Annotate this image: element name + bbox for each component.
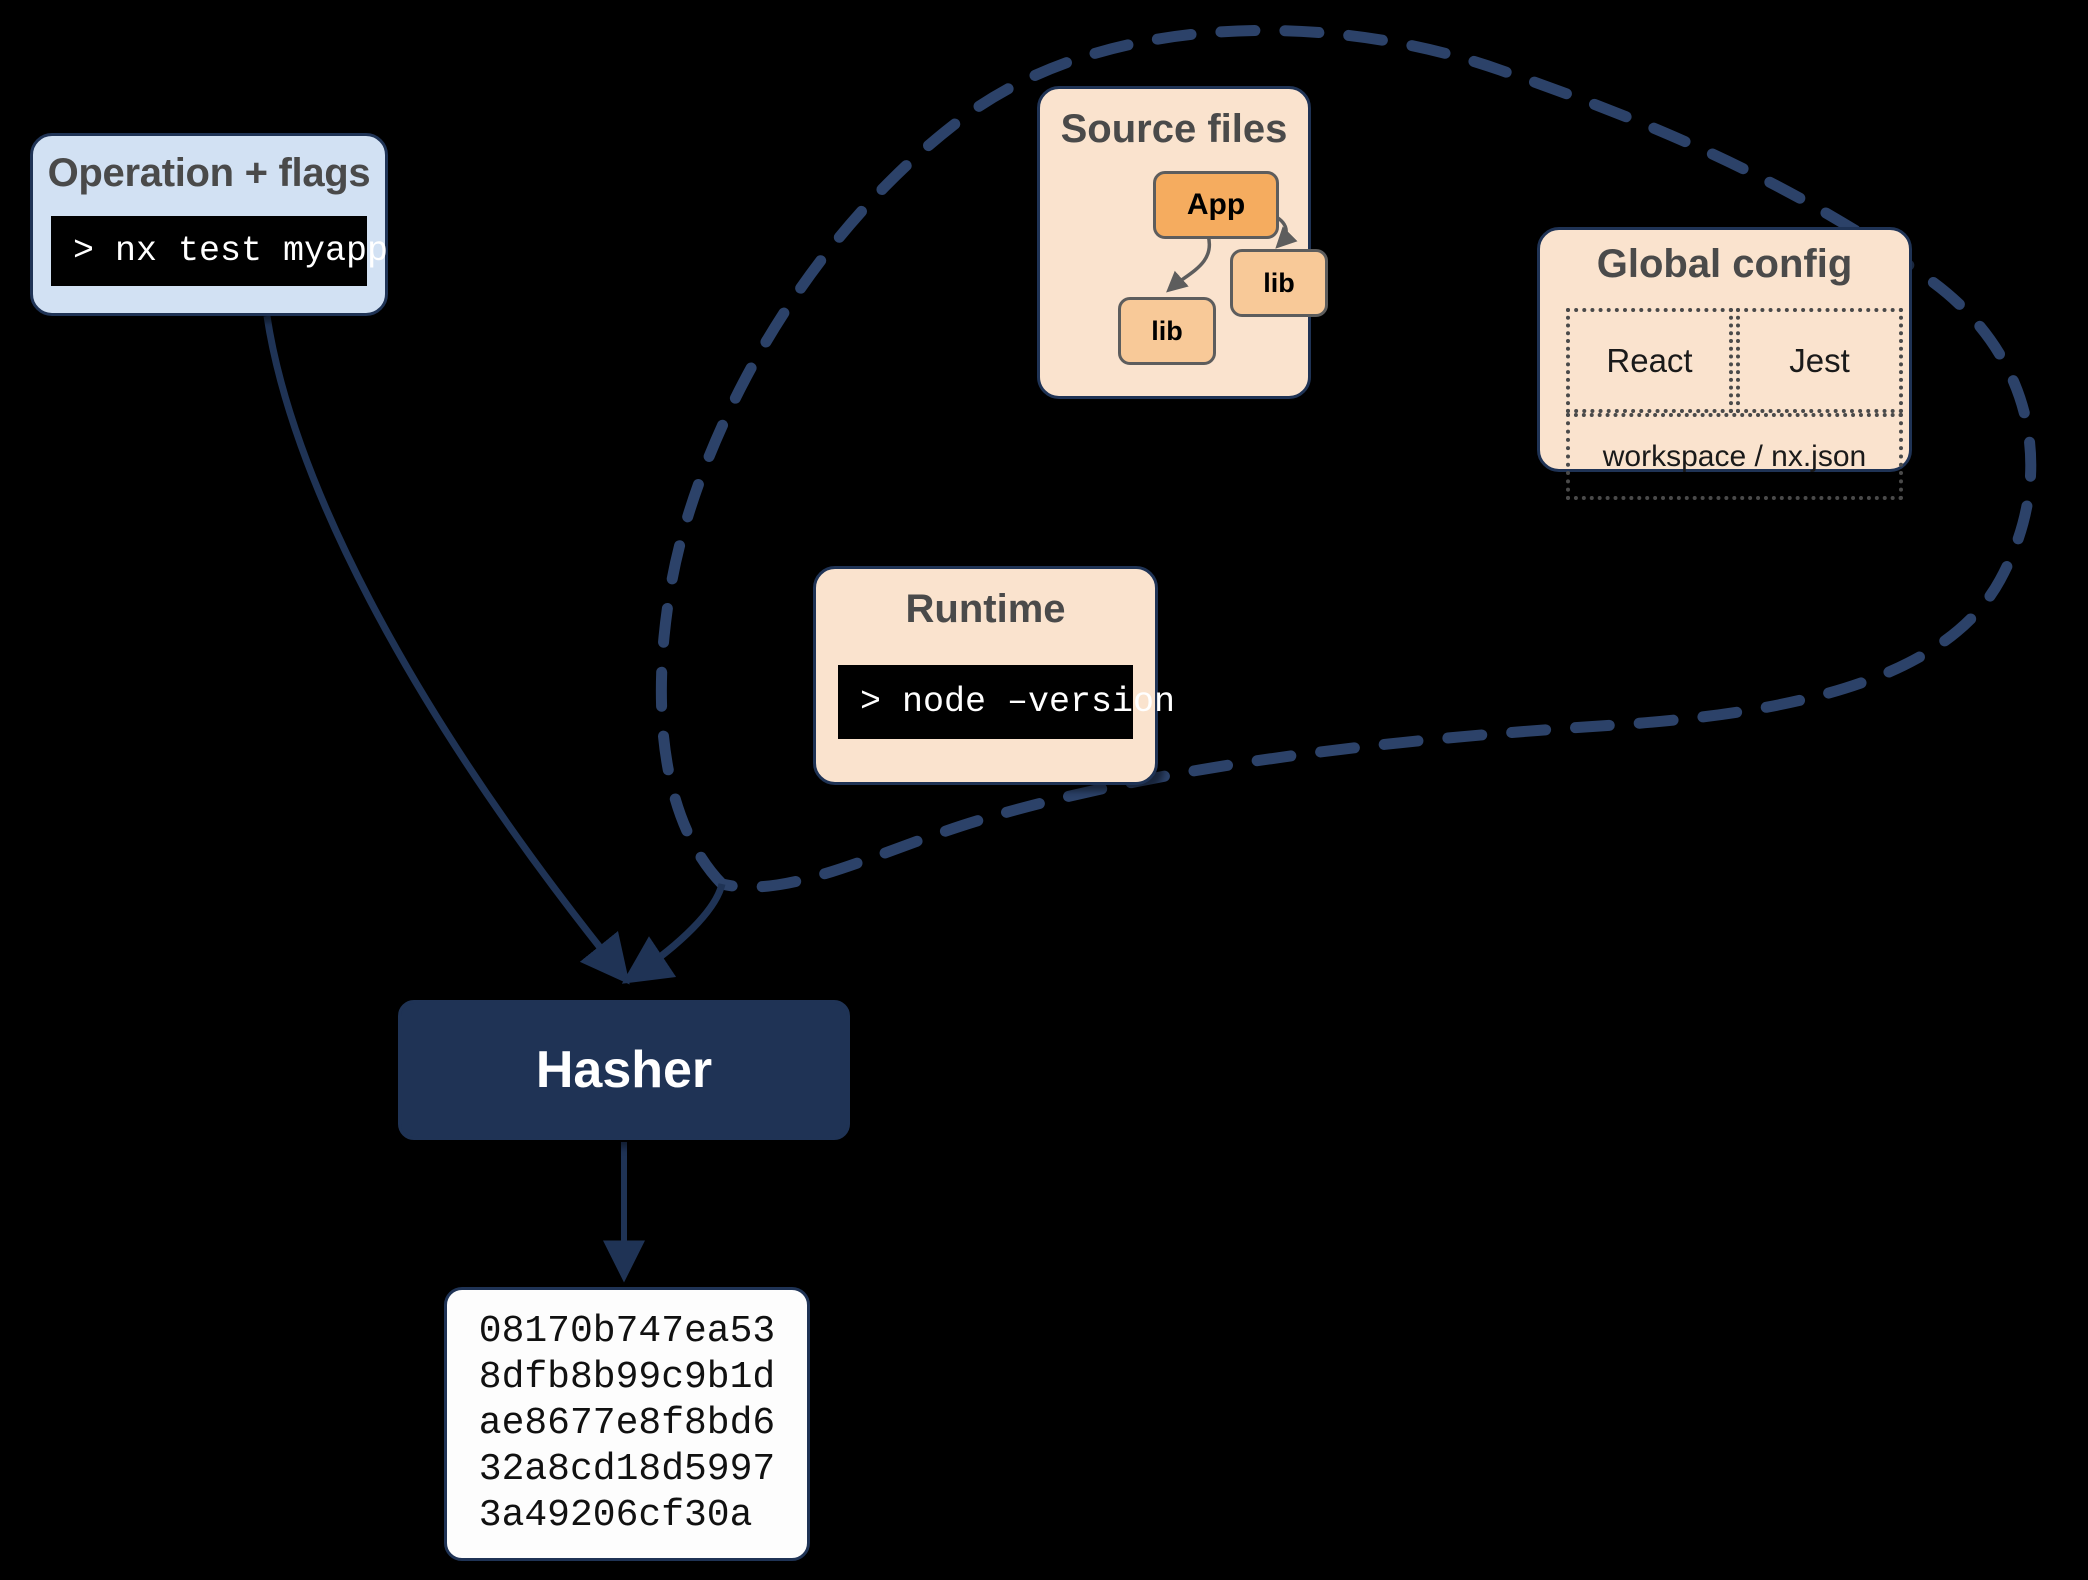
runtime-card: Runtime > node –version	[813, 566, 1175, 785]
arrow-operation-to-hasher	[263, 315, 630, 985]
arrow-inputs-to-hasher	[621, 883, 726, 984]
operation-flags-card: Operation + flags > nx test myapp	[30, 133, 388, 316]
hash-result-text: 08170b747ea53 8dfb8b99c9b1d ae8677e8f8bd…	[478, 1310, 776, 1537]
source-files-card: Source files App lib lib	[1037, 86, 1328, 399]
source-node-lib-left: lib	[1118, 297, 1216, 365]
global-config-cell-jest: Jest	[1736, 308, 1903, 413]
source-node-lib-right: lib	[1230, 249, 1328, 317]
operation-flags-title: Operation + flags	[47, 151, 371, 195]
source-files-title: Source files	[1060, 107, 1288, 151]
hasher-label: Hasher	[535, 1041, 713, 1099]
global-config-cell-react: React	[1566, 308, 1733, 413]
operation-terminal: > nx test myapp	[51, 216, 388, 286]
runtime-terminal: > node –version	[838, 665, 1175, 739]
source-node-app: App	[1153, 171, 1279, 239]
global-config-cell-workspace: workspace / nx.json	[1566, 413, 1903, 500]
hash-result-card: 08170b747ea53 8dfb8b99c9b1d ae8677e8f8bd…	[444, 1287, 810, 1561]
hasher-node: Hasher	[398, 1000, 850, 1140]
global-config-title: Global config	[1596, 242, 1853, 286]
runtime-title: Runtime	[905, 587, 1066, 631]
global-config-card: Global config React Jest workspace / nx.…	[1537, 227, 1912, 500]
